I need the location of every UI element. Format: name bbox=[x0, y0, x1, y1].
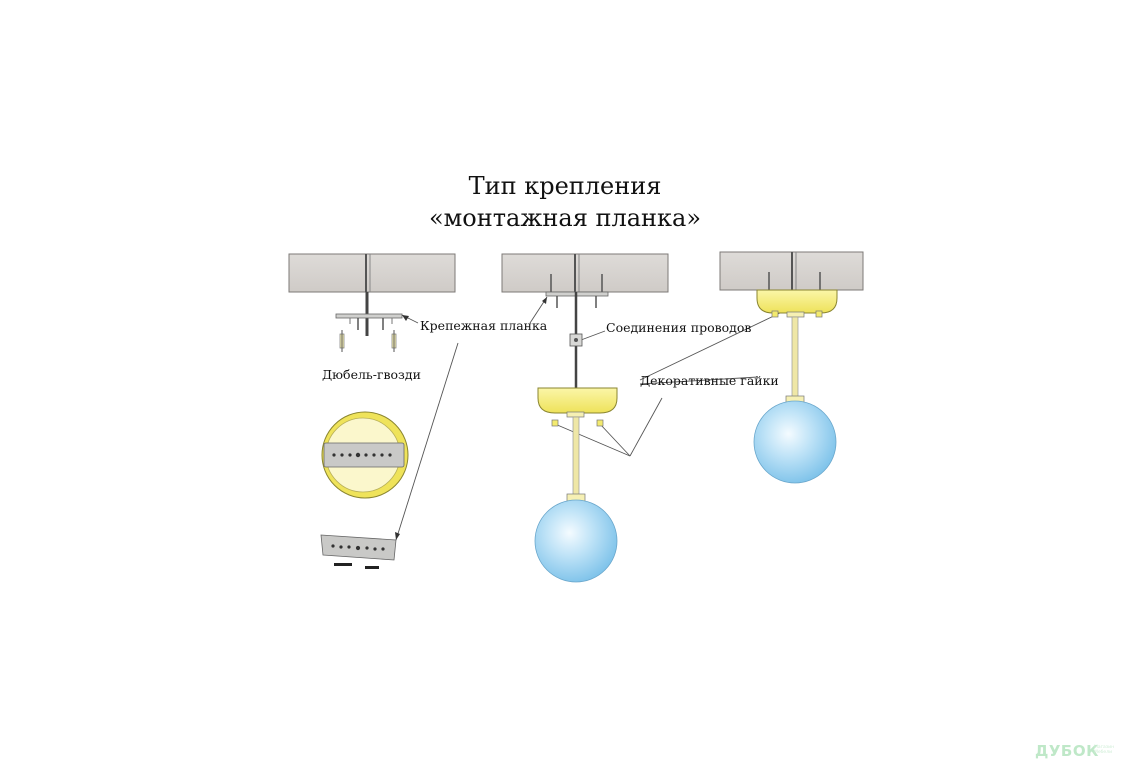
canopy-mounted-right bbox=[756, 289, 838, 318]
mounting-bar-detail bbox=[320, 534, 397, 569]
ceiling-block-middle bbox=[501, 253, 669, 293]
label-mounting-bar: Крепежная планка bbox=[420, 318, 548, 333]
ceiling-block-right bbox=[719, 251, 864, 291]
lamp-rod-right bbox=[785, 316, 805, 404]
wire-connector-icon bbox=[569, 333, 583, 347]
label-decorative-nuts: Декоративные гайки bbox=[640, 373, 779, 388]
lamp-rod-middle bbox=[566, 416, 586, 502]
canopy-round-view bbox=[321, 411, 409, 499]
globe-lamp-right bbox=[753, 400, 837, 484]
ceiling-block-left bbox=[288, 253, 456, 293]
title-line-2: «монтажная планка» bbox=[428, 204, 702, 232]
leader-arrowheads bbox=[395, 297, 547, 540]
canopy-icon bbox=[537, 387, 618, 418]
globe-lamp-icon bbox=[534, 499, 618, 583]
dowel-nail-icon bbox=[339, 330, 397, 352]
logo-tagline: Магазин Мебели bbox=[1094, 745, 1115, 755]
mounting-bar-icon bbox=[335, 313, 403, 330]
logo-wordmark: ДУБОК bbox=[1035, 742, 1099, 760]
title-line-1: Тип крепления bbox=[468, 172, 662, 200]
decorative-nut-icon bbox=[551, 419, 604, 427]
label-wire-connections: Соединения проводов bbox=[606, 320, 752, 335]
label-dowel-nails: Дюбель-гвозди bbox=[322, 367, 421, 382]
